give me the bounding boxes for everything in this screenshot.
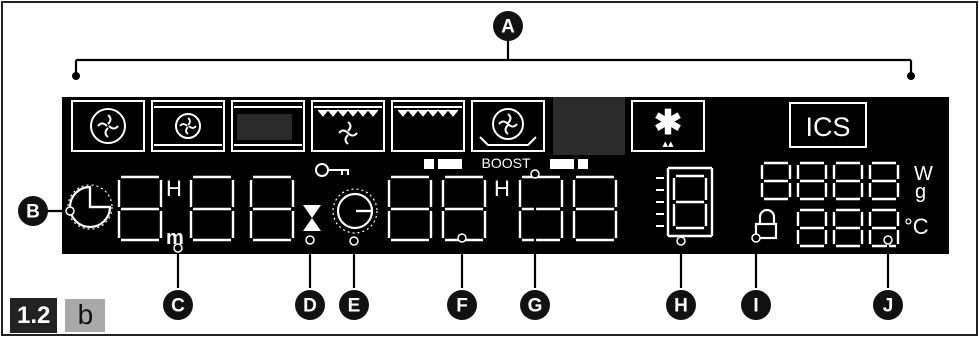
svg-text:A: A bbox=[501, 17, 515, 38]
temperature-digits: H bbox=[387, 175, 618, 242]
figure-sub-label: b bbox=[65, 298, 106, 332]
svg-text:ICS: ICS bbox=[805, 112, 850, 142]
svg-text:G: G bbox=[528, 296, 543, 317]
defrost-icon: ✱ ▴▴ bbox=[631, 100, 705, 152]
svg-text:I: I bbox=[753, 296, 758, 317]
callout-j: J bbox=[873, 290, 903, 320]
callout-leaders bbox=[46, 169, 893, 288]
weight-digits: W g bbox=[760, 161, 933, 203]
callout-e: E bbox=[339, 290, 369, 320]
callout-d: D bbox=[295, 290, 325, 320]
fan-bottom-heat-icon bbox=[471, 100, 545, 152]
callout-g: G bbox=[520, 290, 550, 320]
figure-number: 1.2 bbox=[10, 297, 58, 333]
shelf-level-indicator bbox=[656, 166, 714, 238]
callout-i: I bbox=[741, 290, 771, 320]
cooking-time-clock-icon bbox=[67, 184, 113, 230]
figure-label: 1.2 b bbox=[10, 297, 106, 333]
callout-f: F bbox=[447, 290, 477, 320]
grill-fan-icon bbox=[311, 100, 385, 152]
core-temperature-digits: °C bbox=[796, 208, 929, 248]
callout-a-bracket bbox=[72, 40, 915, 80]
lock-icon bbox=[754, 208, 778, 240]
fan-icon bbox=[71, 100, 145, 152]
svg-text:°C: °C bbox=[904, 214, 929, 239]
inactive-segment-block bbox=[553, 97, 625, 155]
svg-text:H: H bbox=[166, 176, 182, 201]
svg-text:J: J bbox=[883, 296, 894, 317]
svg-text:F: F bbox=[456, 296, 468, 317]
ics-icon: ICS bbox=[789, 102, 867, 148]
svg-text:W: W bbox=[914, 163, 933, 185]
svg-text:✱: ✱ bbox=[654, 104, 683, 142]
svg-text:H: H bbox=[674, 296, 688, 317]
svg-text:E: E bbox=[348, 296, 361, 317]
cooking-time-digits: H m bbox=[117, 175, 295, 249]
callout-a: A bbox=[493, 11, 523, 41]
key-icon bbox=[315, 163, 349, 177]
callout-h: H bbox=[666, 290, 696, 320]
svg-text:H: H bbox=[494, 176, 510, 201]
fan-with-heaters-icon bbox=[151, 100, 225, 152]
end-time-clock-icon bbox=[332, 188, 378, 234]
callout-c: C bbox=[163, 290, 193, 320]
svg-text:D: D bbox=[303, 296, 317, 317]
hourglass-icon bbox=[303, 205, 321, 231]
svg-text:BOOST: BOOST bbox=[481, 155, 530, 171]
callout-b: B bbox=[18, 196, 48, 226]
svg-text:B: B bbox=[26, 202, 40, 223]
conventional-heat-icon bbox=[231, 100, 305, 152]
function-icon-row: ✱ ▴▴ ICS bbox=[71, 97, 867, 155]
svg-text:g: g bbox=[915, 181, 926, 203]
grill-icon bbox=[391, 100, 465, 152]
svg-text:▴▴: ▴▴ bbox=[662, 138, 674, 150]
svg-text:C: C bbox=[171, 296, 185, 317]
boost-indicator: BOOST bbox=[424, 155, 588, 171]
